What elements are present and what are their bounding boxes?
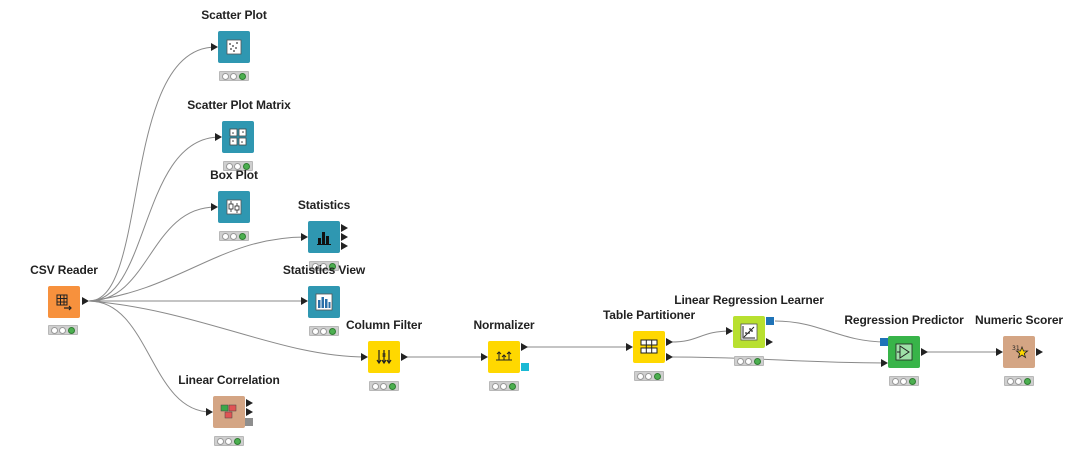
scorer-icon: 31 [1012, 345, 1029, 359]
statistics-view-label: Statistics View [282, 263, 366, 277]
connection-partitioner-predictor [670, 356, 887, 364]
table-partitioner-status [634, 371, 664, 381]
statistics-output-port-1[interactable] [341, 224, 348, 232]
numeric-scorer-label: Numeric Scorer [975, 313, 1063, 327]
connection-csv-box-plot [88, 206, 217, 302]
statistics-view-node[interactable] [308, 286, 340, 318]
column-filter-output-port[interactable] [401, 353, 408, 361]
linear-regression-learner-input-port[interactable] [726, 327, 733, 335]
numeric-scorer-node[interactable]: 31 [1003, 336, 1035, 368]
linear-regression-learner-model-port[interactable] [766, 317, 774, 325]
linear-correlation-label: Linear Correlation [178, 373, 280, 387]
linear-correlation-node[interactable] [213, 396, 245, 428]
connection-csv-linear-correlation [88, 300, 212, 413]
svg-text:31: 31 [1012, 345, 1020, 352]
box-plot-status [219, 231, 249, 241]
linear-regression-learner-label: Linear Regression Learner [674, 293, 824, 307]
file-reader-icon [56, 294, 72, 311]
normalizer-model-port[interactable] [521, 363, 529, 371]
regression-predictor-node[interactable] [888, 336, 920, 368]
connection-csv-column-filter [88, 300, 367, 358]
scatter-plot-matrix-status [223, 161, 253, 171]
scatter-plot-input-port[interactable] [211, 43, 218, 51]
normalizer-input-port[interactable] [481, 353, 488, 361]
regression-learner-icon [740, 323, 758, 341]
box-plot-node[interactable] [218, 191, 250, 223]
statistics-output-port-2[interactable] [341, 233, 348, 241]
connection-partitioner-learner [670, 330, 732, 343]
column-filter-input-port[interactable] [361, 353, 368, 361]
column-filter-node[interactable] [368, 341, 400, 373]
predictor-icon [895, 343, 913, 361]
linear-correlation-output-port-1[interactable] [246, 399, 253, 407]
scatter-plot-matrix-node[interactable] [222, 121, 254, 153]
scatter-matrix-icon [229, 128, 247, 146]
statistics-output-port-3[interactable] [341, 242, 348, 250]
connection-learner-predictor [774, 320, 887, 343]
statistics-label: Statistics [297, 198, 351, 212]
linear-correlation-model-port[interactable] [245, 418, 253, 426]
box-plot-icon [226, 199, 242, 215]
connection-csv-scatter-plot [88, 46, 217, 302]
statistics-view-status [309, 326, 339, 336]
normalizer-output-port[interactable] [521, 343, 528, 351]
scatter-plot-label: Scatter Plot [201, 8, 267, 22]
regression-predictor-model-input-port[interactable] [880, 338, 888, 346]
scatter-plot-node[interactable] [218, 31, 250, 63]
regression-predictor-label: Regression Predictor [844, 313, 964, 327]
scatter-plot-matrix-input-port[interactable] [215, 133, 222, 141]
table-partitioner-input-port[interactable] [626, 343, 633, 351]
numeric-scorer-output-port[interactable] [1036, 348, 1043, 356]
statistics-view-input-port[interactable] [301, 297, 308, 305]
scatter-plot-icon [226, 39, 242, 55]
box-plot-input-port[interactable] [211, 203, 218, 211]
table-partitioner-node[interactable] [633, 331, 665, 363]
csv-reader-status [48, 325, 78, 335]
scatter-plot-status [219, 71, 249, 81]
linear-regression-learner-status [734, 356, 764, 366]
table-partitioner-label: Table Partitioner [602, 308, 696, 322]
linear-regression-learner-node[interactable] [733, 316, 765, 348]
connection-csv-statistics [88, 236, 307, 302]
normalizer-node[interactable] [488, 341, 520, 373]
linear-regression-learner-output-port[interactable] [766, 338, 773, 346]
normalizer-icon [496, 351, 512, 361]
csv-reader-output-port[interactable] [82, 297, 89, 305]
table-partitioner-output-port-1[interactable] [666, 338, 673, 346]
bar-chart-icon [315, 293, 333, 311]
table-partitioner-icon [640, 339, 658, 354]
statistics-input-port[interactable] [301, 233, 308, 241]
csv-reader-label: CSV Reader [30, 263, 98, 277]
column-filter-icon [376, 350, 392, 365]
numeric-scorer-status [1004, 376, 1034, 386]
linear-correlation-output-port-2[interactable] [246, 408, 253, 416]
connection-csv-scatter-plot-matrix [88, 136, 221, 302]
table-partitioner-output-port-2[interactable] [666, 353, 673, 361]
column-filter-label: Column Filter [345, 318, 423, 332]
linear-correlation-status [214, 436, 244, 446]
box-plot-label: Box Plot [210, 168, 258, 182]
normalizer-label: Normalizer [473, 318, 535, 332]
regression-predictor-output-port[interactable] [921, 348, 928, 356]
regression-predictor-status [889, 376, 919, 386]
linear-correlation-input-port[interactable] [206, 408, 213, 416]
statistics-node[interactable] [308, 221, 340, 253]
regression-predictor-input-port[interactable] [881, 359, 888, 367]
normalizer-status [489, 381, 519, 391]
correlation-matrix-icon [220, 404, 237, 419]
statistics-status [309, 261, 339, 271]
column-filter-status [369, 381, 399, 391]
numeric-scorer-input-port[interactable] [996, 348, 1003, 356]
scatter-plot-matrix-label: Scatter Plot Matrix [187, 98, 291, 112]
statistics-icon [317, 232, 331, 245]
csv-reader-node[interactable] [48, 286, 80, 318]
